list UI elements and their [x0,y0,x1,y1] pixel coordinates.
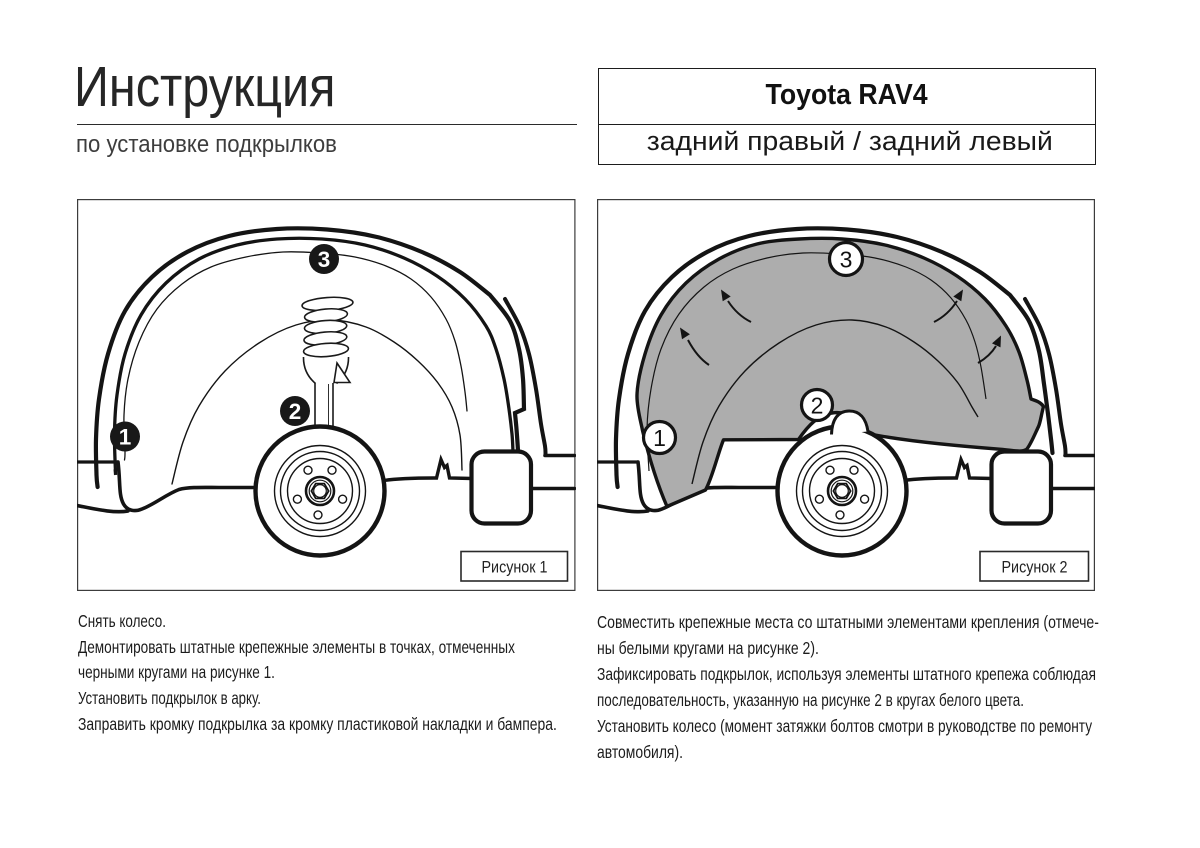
svg-text:3: 3 [318,247,331,272]
svg-text:1: 1 [653,425,666,451]
svg-text:2: 2 [811,392,824,418]
svg-text:Рисунок 2: Рисунок 2 [1002,558,1068,577]
svg-text:3: 3 [840,246,853,272]
svg-text:2: 2 [289,399,302,424]
svg-text:Рисунок 1: Рисунок 1 [482,558,548,577]
svg-text:1: 1 [119,425,132,450]
